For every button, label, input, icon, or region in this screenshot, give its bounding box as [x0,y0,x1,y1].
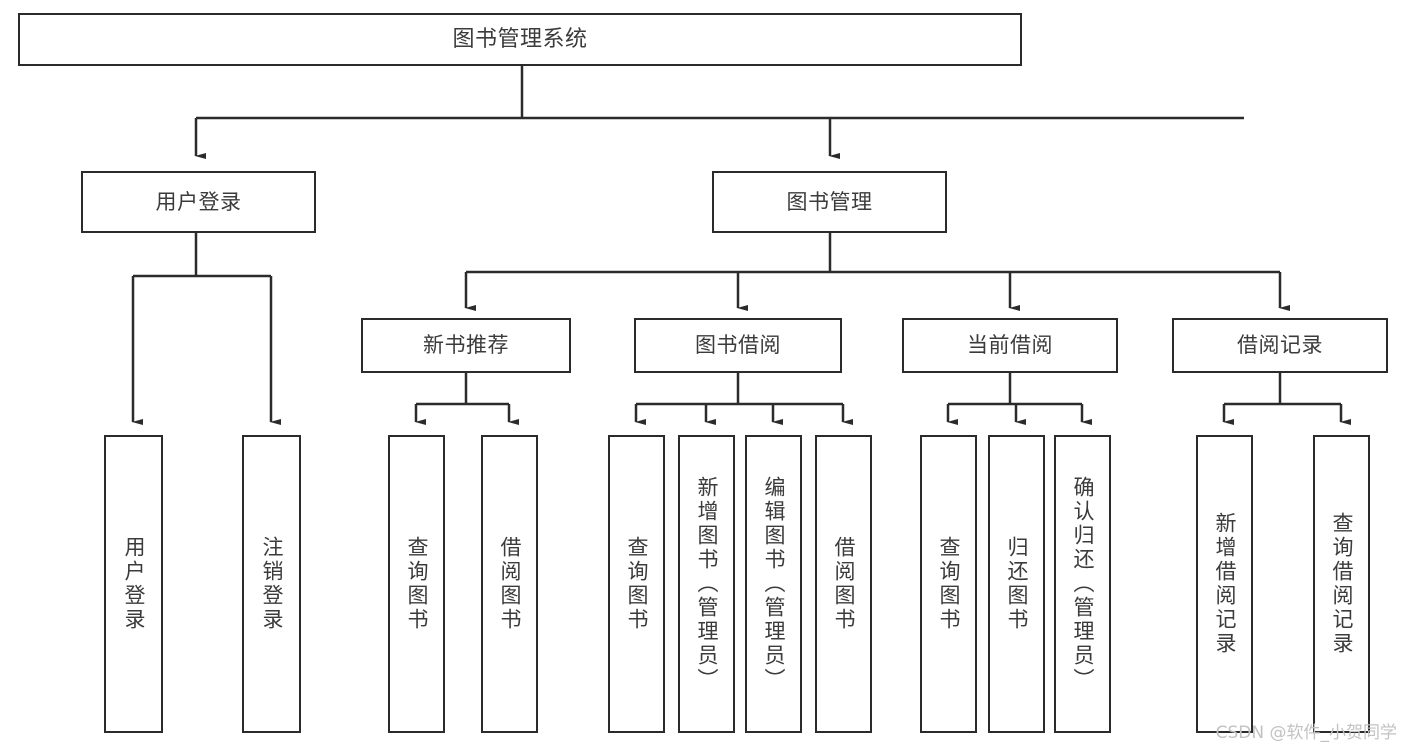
node-leaf-borrow-book[interactable]: 借阅图书 [815,435,872,733]
node-leaf-add-borrow-record[interactable]: 新增借阅记录 [1196,435,1253,733]
node-leaf-query-book-borrow[interactable]: 查询图书 [608,435,665,733]
node-label: 查询图书 [625,536,649,632]
node-label: 查询图书 [937,536,961,632]
node-label: 新书推荐 [423,333,509,358]
node-label: 编辑图书（管理员） [762,476,786,692]
node-label: 借阅记录 [1237,333,1323,358]
node-leaf-borrow-book-recommend[interactable]: 借阅图书 [481,435,538,733]
node-label: 借阅图书 [498,536,522,632]
node-label: 查询借阅记录 [1330,512,1354,656]
node-leaf-query-book-recommend[interactable]: 查询图书 [388,435,445,733]
node-leaf-logout[interactable]: 注销登录 [242,435,301,733]
node-leaf-edit-book-admin[interactable]: 编辑图书（管理员） [745,435,802,733]
node-leaf-add-book-admin[interactable]: 新增图书（管理员） [678,435,735,733]
node-label: 借阅图书 [832,536,856,632]
node-label: 归还图书 [1005,536,1029,632]
node-label: 注销登录 [260,536,284,632]
csdn-watermark: CSDN @软件_小贺同学 [1215,723,1397,743]
node-leaf-query-borrow-record[interactable]: 查询借阅记录 [1313,435,1370,733]
node-borrowing-record[interactable]: 借阅记录 [1172,318,1388,373]
node-current-borrowing[interactable]: 当前借阅 [902,318,1118,373]
node-root-book-management-system[interactable]: 图书管理系统 [18,13,1022,66]
node-leaf-query-book-current[interactable]: 查询图书 [920,435,977,733]
node-book-management[interactable]: 图书管理 [712,171,947,233]
node-label: 图书管理 [786,189,873,214]
node-label: 用户登录 [122,536,146,632]
node-new-book-recommendation[interactable]: 新书推荐 [361,318,571,373]
node-leaf-user-login[interactable]: 用户登录 [104,435,163,733]
node-book-borrowing[interactable]: 图书借阅 [634,318,842,373]
node-label: 新增借阅记录 [1213,512,1237,656]
node-leaf-return-book[interactable]: 归还图书 [988,435,1045,733]
node-label: 查询图书 [405,536,429,632]
node-label: 图书借阅 [695,333,781,358]
node-label: 新增图书（管理员） [695,476,719,692]
node-label: 确认归还（管理员） [1071,476,1095,692]
node-leaf-confirm-return-admin[interactable]: 确认归还（管理员） [1054,435,1111,733]
node-label: 当前借阅 [967,333,1053,358]
node-label: 图书管理系统 [452,26,588,52]
node-user-login[interactable]: 用户登录 [81,171,316,233]
node-label: 用户登录 [155,189,242,214]
